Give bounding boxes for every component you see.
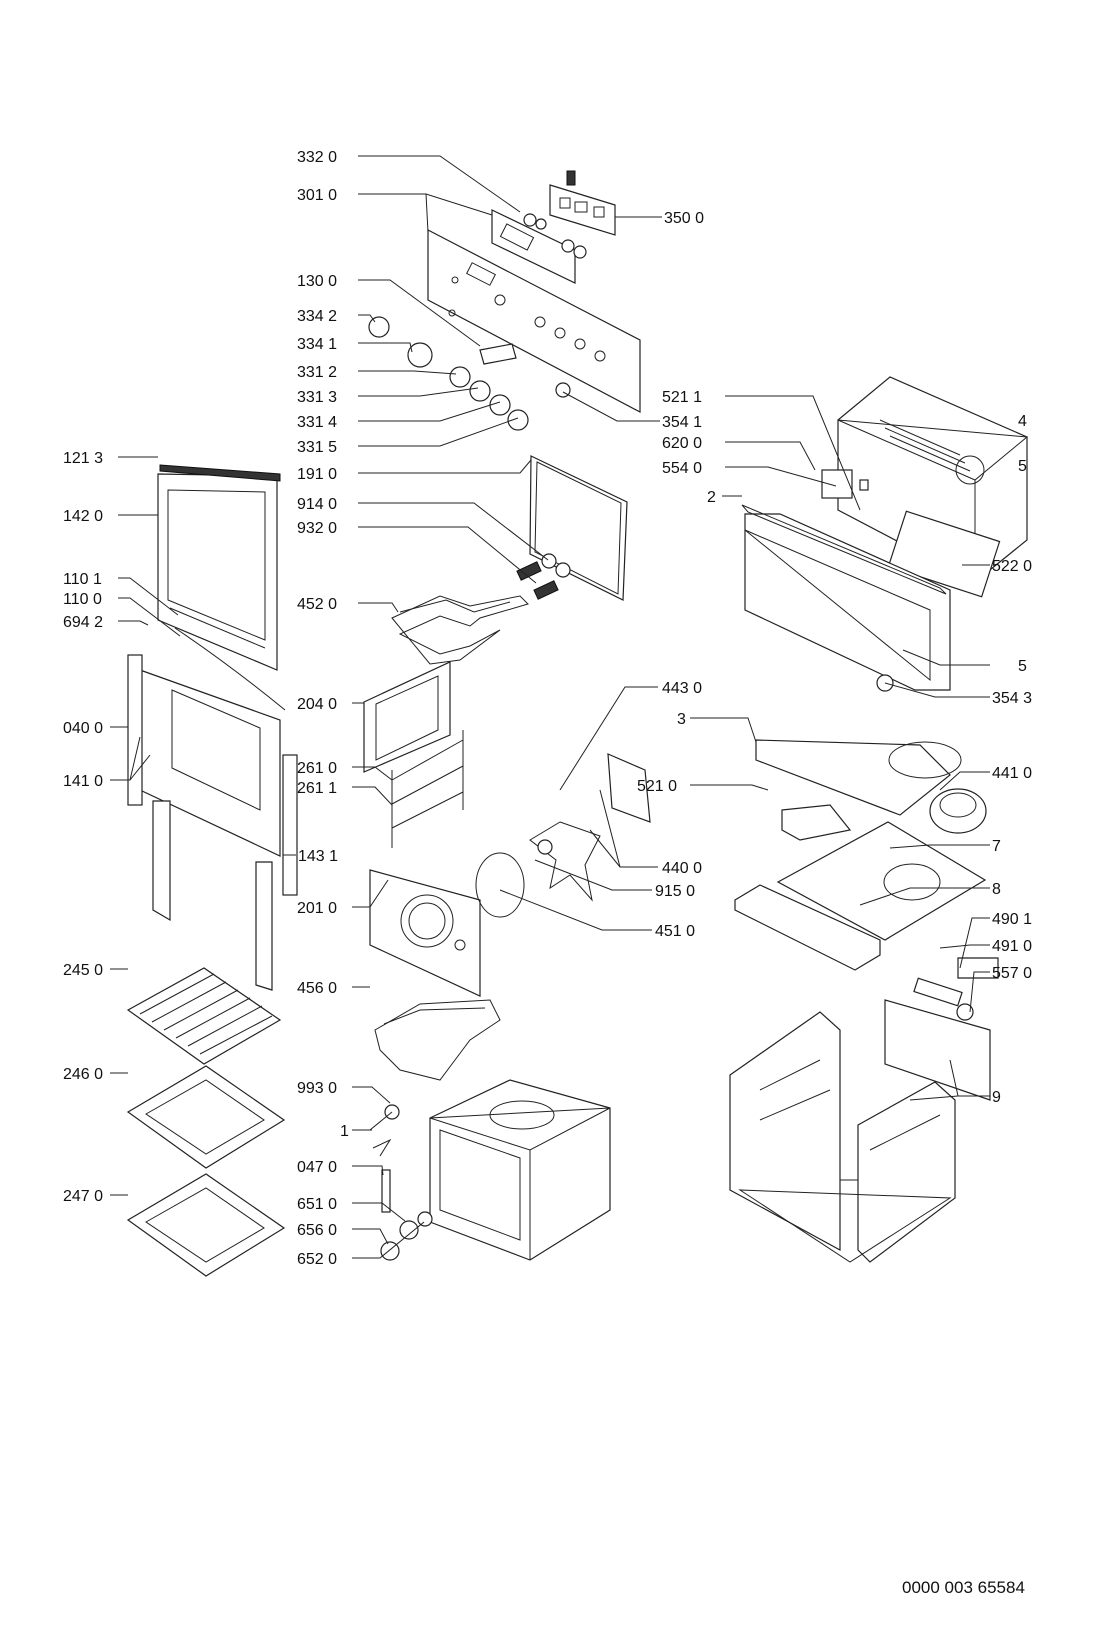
label-914-0: 914 0 xyxy=(297,496,337,513)
label-354-3: 354 3 xyxy=(992,690,1032,707)
label-121-3: 121 3 xyxy=(63,450,103,467)
rear-panel-and-shelf-supports xyxy=(363,661,464,848)
label-4: 4 xyxy=(1018,413,1027,430)
label-047-0: 047 0 xyxy=(297,1159,337,1176)
top-cover-and-electronics xyxy=(741,376,1029,692)
label-443-0: 443 0 xyxy=(662,680,702,697)
label-331-2: 331 2 xyxy=(297,364,337,381)
label-130-0: 130 0 xyxy=(297,273,337,290)
fan-duct-assembly xyxy=(734,739,987,971)
label-331-3: 331 3 xyxy=(297,389,337,406)
leader-lines xyxy=(110,155,990,1259)
label-993-0: 993 0 xyxy=(297,1080,337,1097)
trays xyxy=(126,967,286,1277)
label-301-0: 301 0 xyxy=(297,187,337,204)
label-521-1: 521 1 xyxy=(662,389,702,406)
oven-cavity xyxy=(429,1079,611,1261)
label-245-0: 245 0 xyxy=(63,962,103,979)
label-261-0: 261 0 xyxy=(297,760,337,777)
label-915-0: 915 0 xyxy=(655,883,695,900)
label-8: 8 xyxy=(992,881,1001,898)
label-110-1: 110 1 xyxy=(63,571,102,588)
label-5-top: 5 xyxy=(1018,458,1027,475)
label-652-0: 652 0 xyxy=(297,1251,337,1268)
label-932-0: 932 0 xyxy=(297,520,337,537)
label-1: 1 xyxy=(340,1123,349,1140)
label-334-1: 334 1 xyxy=(297,336,337,353)
label-452-0: 452 0 xyxy=(297,596,337,613)
label-143-1: 143 1 xyxy=(298,848,338,865)
label-261-1: 261 1 xyxy=(297,780,337,797)
document-number: 0000 003 65584 xyxy=(902,1578,1025,1597)
label-456-0: 456 0 xyxy=(297,980,337,997)
bottom-element xyxy=(374,999,501,1081)
label-191-0: 191 0 xyxy=(297,466,337,483)
label-2: 2 xyxy=(707,489,716,506)
label-620-0: 620 0 xyxy=(662,435,702,452)
part-labels: 332 0 301 0 350 0 130 0 334 2 334 1 331 … xyxy=(63,149,1032,1268)
label-5-mid: 5 xyxy=(1018,658,1027,675)
label-441-0: 441 0 xyxy=(992,765,1032,782)
label-040-0: 040 0 xyxy=(63,720,103,737)
label-3: 3 xyxy=(677,711,686,728)
label-522-0: 522 0 xyxy=(992,558,1032,575)
label-354-1: 354 1 xyxy=(662,414,702,431)
grill-element xyxy=(391,553,571,665)
control-panel xyxy=(427,170,641,413)
label-656-0: 656 0 xyxy=(297,1222,337,1239)
lamp-parts xyxy=(369,1104,433,1261)
label-557-0: 557 0 xyxy=(992,965,1032,982)
inner-door-glass xyxy=(157,464,281,671)
label-142-0: 142 0 xyxy=(63,508,103,525)
knobs xyxy=(368,316,571,431)
label-9: 9 xyxy=(992,1089,1001,1106)
fan-cover xyxy=(369,869,481,997)
label-201-0: 201 0 xyxy=(297,900,337,917)
label-491-0: 491 0 xyxy=(992,938,1032,955)
label-440-0: 440 0 xyxy=(662,860,702,877)
label-331-4: 331 4 xyxy=(297,414,337,431)
label-694-2: 694 2 xyxy=(63,614,103,631)
fan-motor xyxy=(475,753,651,918)
label-246-0: 246 0 xyxy=(63,1066,103,1083)
label-7: 7 xyxy=(992,838,1001,855)
label-110-0: 110 0 xyxy=(63,591,102,608)
label-554-0: 554 0 xyxy=(662,460,702,477)
chassis xyxy=(729,957,999,1263)
label-204-0: 204 0 xyxy=(297,696,337,713)
label-331-5: 331 5 xyxy=(297,439,337,456)
label-490-1: 490 1 xyxy=(992,911,1032,928)
label-651-0: 651 0 xyxy=(297,1196,337,1213)
label-141-0: 141 0 xyxy=(63,773,103,790)
label-350-0: 350 0 xyxy=(664,210,704,227)
door-gasket xyxy=(529,455,628,601)
label-247-0: 247 0 xyxy=(63,1188,103,1205)
label-334-2: 334 2 xyxy=(297,308,337,325)
label-332-0: 332 0 xyxy=(297,149,337,166)
label-451-0: 451 0 xyxy=(655,923,695,940)
label-521-0: 521 0 xyxy=(637,778,677,795)
outer-door xyxy=(127,627,298,991)
